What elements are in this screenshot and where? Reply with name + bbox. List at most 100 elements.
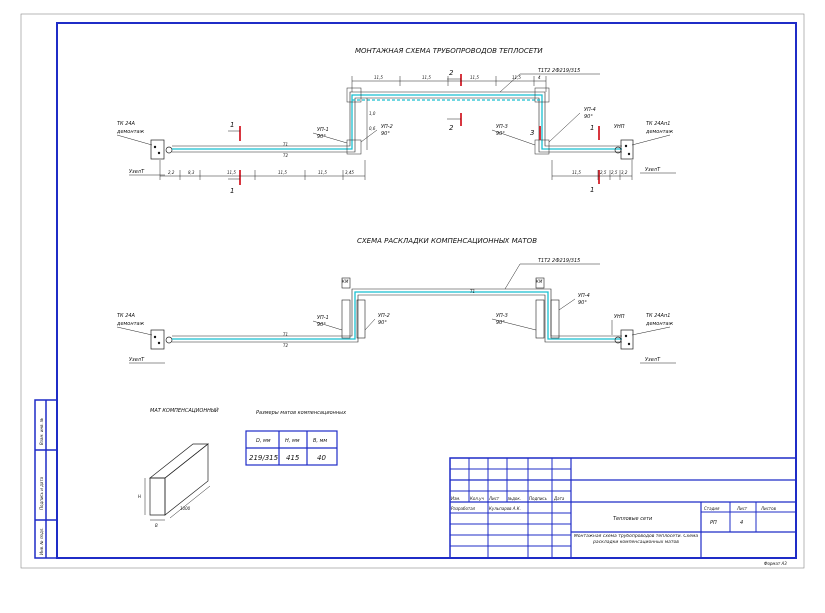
section-1-right-bottom: 1 [590, 186, 594, 194]
up1-label-1: УП-1 [317, 127, 329, 133]
uzel-left-1: УзелТ [129, 169, 145, 175]
fitting-left-label-2: демонтаж [116, 321, 145, 327]
chamber-left-1 [150, 139, 173, 160]
side-sign: Подпись и дата [39, 476, 44, 510]
up3-angle-2: 90° [496, 320, 505, 326]
stamp-project: Тепловые сети [613, 516, 653, 522]
section-1-bottom: 1 [230, 187, 234, 195]
stamp-desc-box: Монтажная схема трубопроводов теплосети.… [573, 534, 699, 545]
dim-t3: 11,5 [470, 75, 479, 80]
stamp-desc: Монтажная схема трубопроводов теплосети.… [573, 534, 699, 545]
dim-b1: 2,2 [168, 170, 175, 175]
tk-right-label-2: ТК 24Ап1 [646, 313, 670, 319]
dim-r3: 2,5 [611, 170, 618, 175]
mat-drawing [144, 443, 211, 521]
leader [504, 263, 521, 290]
up4-label-2: УП-4 [578, 293, 590, 299]
chamber-right-2 [614, 329, 634, 350]
table-header-h: H, мм [285, 438, 300, 444]
up2-angle-2: 90° [378, 320, 387, 326]
stamp-h-doc: №док. [507, 496, 521, 501]
side-stamp [34, 399, 58, 559]
fitting-right-label-1: демонтаж [645, 129, 674, 135]
section-1-top: 1 [230, 121, 234, 129]
leader [364, 318, 376, 331]
dim-b6: 3,45 [345, 170, 354, 175]
section-2-top: 2 [449, 69, 454, 77]
unp-label-1: УНП [614, 124, 625, 130]
stamp-format: Формат А3 [764, 561, 787, 566]
up3-label-2: УП-3 [496, 313, 508, 319]
stamp-h-sign: Подпись [529, 496, 548, 501]
section-1-right-top: 1 [590, 124, 594, 132]
dim-v1: 0,6 [369, 126, 376, 131]
leader [631, 134, 671, 146]
leader [312, 132, 348, 144]
title-block [449, 457, 797, 559]
up3-label-1: УП-3 [496, 124, 508, 130]
plan1-title: МОНТАЖНАЯ СХЕМА ТРУБОПРОВОДОВ ТЕПЛОСЕТИ [355, 47, 543, 55]
mat-len: 1000 [180, 506, 191, 511]
up1-angle-1: 90° [317, 134, 326, 140]
unp-label-2: УНП [614, 314, 625, 320]
leader [491, 129, 536, 146]
km-label-1: КМ [342, 279, 349, 284]
uzel-left-2: УзелТ [129, 357, 145, 363]
fitting-left-label-1: демонтаж [116, 129, 145, 135]
t2-label: Т2 [283, 153, 288, 158]
km-label-2: КМ [536, 279, 543, 284]
up2-angle-1: 90° [381, 131, 390, 137]
stamp-h-izm: Изм. [451, 496, 460, 501]
dim-v2: 1,0 [369, 111, 376, 116]
section-2-bottom: 2 [449, 124, 454, 132]
up2-label-1: УП-2 [381, 124, 393, 130]
tk-right-label-1: ТК 24Ап1 [646, 121, 670, 127]
stamp-role: Разработал [451, 506, 476, 511]
leader [360, 129, 378, 143]
plan2-title: СХЕМА РАСКЛАДКИ КОМПЕНСАЦИОННЫХ МАТОВ [357, 237, 537, 245]
stamp-h-list: Лист [488, 496, 500, 501]
uzel-right-2: УзелТ [645, 357, 661, 363]
mats-table [245, 430, 338, 466]
fitting-right-label-2: демонтаж [645, 321, 674, 327]
leader [116, 134, 153, 146]
dim-r1: 11,5 [572, 170, 581, 175]
tk-left-label-1: ТК 24А [117, 121, 136, 127]
up3-angle-1: 90° [496, 131, 505, 137]
mat-title: МАТ КОМПЕНСАЦИОННЫЙ [150, 407, 219, 414]
t1-label-2b: Т1 [470, 289, 475, 294]
stamp-person: Кульпаров А.К. [489, 506, 521, 511]
up1-label-2: УП-1 [317, 315, 329, 321]
leader [116, 326, 153, 336]
stamp-sheets-h: Листов [760, 506, 777, 511]
up4-angle-2: 90° [578, 300, 587, 306]
dim-b4: 11,5 [278, 170, 287, 175]
dim-t2: 11,5 [422, 75, 431, 80]
t1-label: Т1 [283, 142, 288, 147]
leader [312, 320, 343, 331]
stamp-h-kol: Кол.уч [470, 496, 484, 501]
up4-angle-1: 90° [584, 114, 593, 120]
dim-b3: 11,5 [227, 170, 236, 175]
t1-label-2: Т1 [283, 332, 288, 337]
table-header-d: D, мм [256, 438, 271, 444]
dim-b2: 8,3 [188, 170, 195, 175]
up4-label-1: УП-4 [584, 107, 596, 113]
dim-r2: 2,5 [600, 170, 607, 175]
up2-label-2: УП-2 [378, 313, 390, 319]
pipeline-1 [172, 87, 622, 155]
table-cell-h: 415 [286, 454, 300, 462]
pipe-label-2: Т1Т2 2Ф219/315 [538, 258, 580, 264]
leader [558, 298, 576, 311]
table-title: Размеры матов компенсационных [256, 410, 346, 416]
chamber-left-2 [150, 329, 173, 350]
section-3-label: 3 [530, 129, 534, 137]
stamp-sheet: 4 [740, 520, 743, 526]
side-inv: Инв. № подл. [39, 527, 44, 555]
uzel-right-1: УзелТ [645, 167, 661, 173]
mat-b: B [155, 523, 158, 528]
stamp-sheet-h: Лист [736, 506, 748, 511]
table-cell-b: 40 [317, 454, 326, 462]
